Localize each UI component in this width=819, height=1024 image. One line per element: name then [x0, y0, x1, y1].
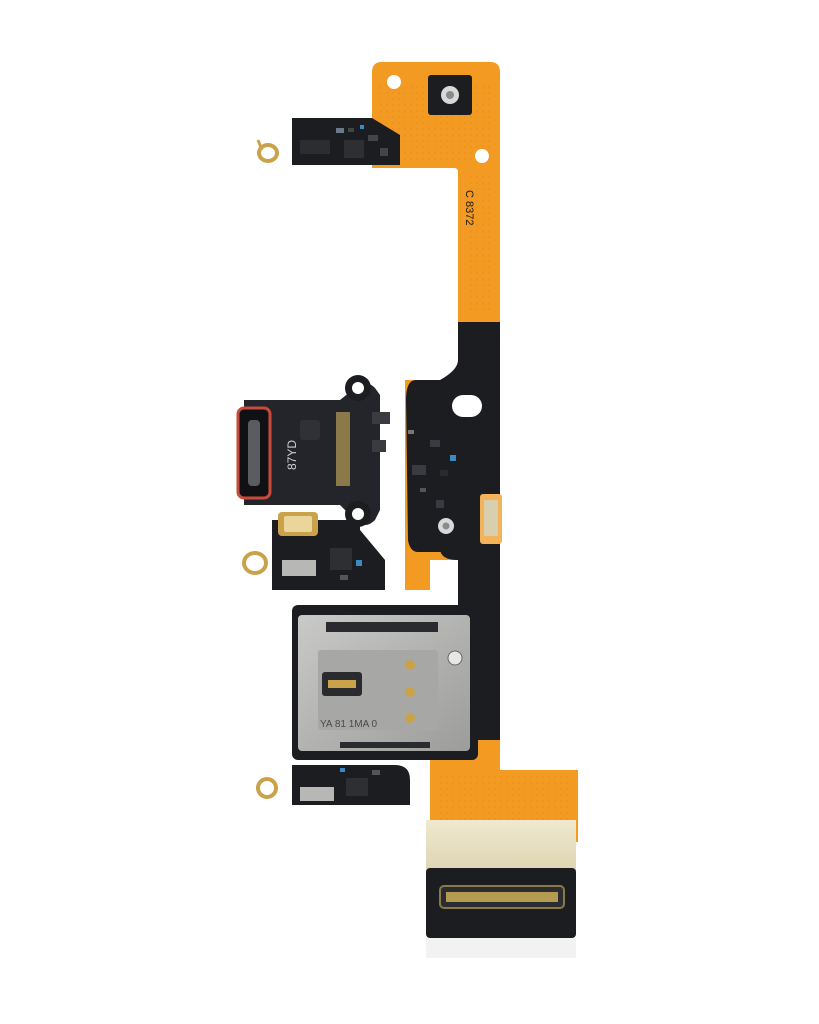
tray-code-label: YA 81 1MA 0 [320, 719, 378, 730]
side-clip [480, 494, 502, 544]
ground-ring-top [256, 139, 279, 163]
bottom-board [292, 765, 410, 805]
top-board [292, 118, 400, 165]
board-shadow [426, 938, 576, 958]
ground-ring-bottom [256, 777, 278, 799]
ground-ring-mid [242, 551, 268, 575]
usb-c-port-module: 87YD [236, 375, 390, 527]
components-mid [408, 430, 456, 508]
board-connector-icon [439, 885, 565, 909]
antenna-contact-icon [438, 518, 454, 534]
beige-film [426, 820, 576, 872]
port-code-label: 87YD [285, 440, 299, 470]
mic-board [272, 512, 385, 590]
flex-code-label: C 8372 [463, 190, 475, 225]
oval-cutout [452, 395, 482, 417]
sim-tray-icon: YA 81 1MA 0 [292, 605, 478, 760]
antenna-contact-icon [441, 86, 459, 104]
mount-hole [387, 75, 401, 89]
mount-hole [475, 149, 489, 163]
